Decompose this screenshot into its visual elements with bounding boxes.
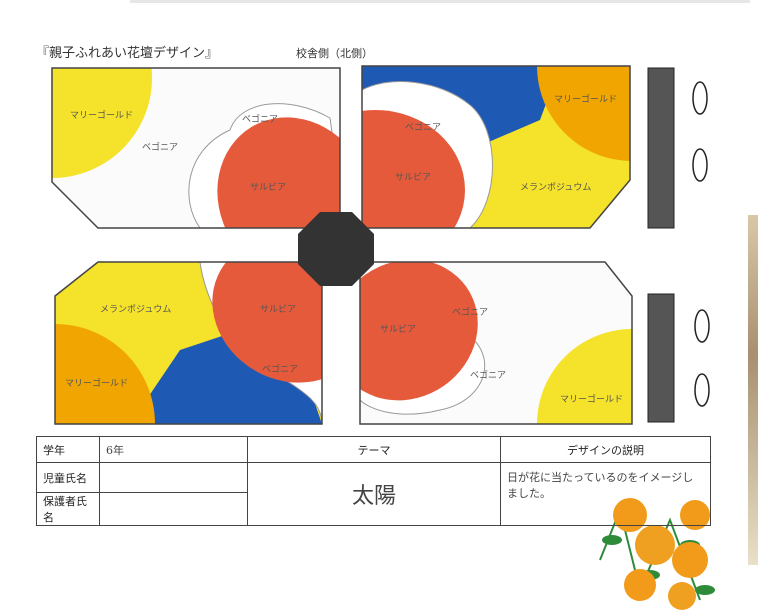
label-begonia: ベゴニア xyxy=(405,121,441,133)
grade-label: 学年 xyxy=(36,436,100,463)
side-bed-top xyxy=(647,67,675,229)
bed-bottom-left xyxy=(55,262,322,424)
marigold-area xyxy=(537,329,632,424)
label-begonia: ベゴニア xyxy=(262,363,298,375)
label-marigold: マリーゴールド xyxy=(554,93,617,105)
oval-marker xyxy=(694,373,710,407)
photo-edge xyxy=(748,215,758,565)
marigold-area xyxy=(55,324,155,424)
label-salvia: サルビア xyxy=(395,172,431,183)
bed-bottom-right xyxy=(360,262,632,424)
grade-value: 6年 xyxy=(99,436,248,463)
parent-name-value xyxy=(99,492,248,526)
label-xeranthemum: メランポジュウム xyxy=(520,182,591,193)
label-marigold: マリーゴールド xyxy=(65,377,128,389)
salvia-area xyxy=(362,110,465,228)
side-label: 校舎側（北側） xyxy=(296,47,373,60)
page-title: 『親子ふれあい花壇デザイン』 xyxy=(36,46,219,61)
label-marigold: マリーゴールド xyxy=(560,393,623,405)
label-marigold: マリーゴールド xyxy=(70,109,133,121)
label-salvia: サルビア xyxy=(260,304,296,315)
theme-label: テーマ xyxy=(247,436,501,463)
bed-top-right xyxy=(362,66,630,228)
center-octagon xyxy=(298,212,374,286)
side-bed-bottom xyxy=(647,293,675,423)
theme-value: 太陽 xyxy=(247,462,501,526)
label-salvia: サルビア xyxy=(380,324,416,335)
label-begonia: ベゴニア xyxy=(242,113,278,125)
oval-marker xyxy=(692,81,708,115)
salvia-area xyxy=(217,117,340,228)
desc-label: デザインの説明 xyxy=(500,436,711,463)
bed-top-left xyxy=(52,68,340,228)
oval-marker xyxy=(692,148,708,182)
parent-name-label: 保護者氏名 xyxy=(36,492,100,526)
child-name-value xyxy=(99,462,248,493)
salvia-area xyxy=(360,262,478,401)
marigold-area xyxy=(537,66,630,161)
desc-value: 日が花に当たっているのをイメージしました。 xyxy=(500,462,711,526)
label-salvia: サルビア xyxy=(250,182,286,193)
scan-edge-line xyxy=(130,0,750,3)
info-form: 学年 6年 テーマ デザインの説明 児童氏名 太陽 日が花に当たっているのをイメ… xyxy=(36,436,711,526)
marigold-area xyxy=(52,68,152,178)
child-name-label: 児童氏名 xyxy=(36,462,100,493)
label-xeranthemum: メランポジュウム xyxy=(100,304,171,315)
label-begonia: ベゴニア xyxy=(142,141,178,153)
salvia-area xyxy=(212,262,322,383)
label-begonia: ベゴニア xyxy=(470,369,506,381)
label-begonia: ベゴニア xyxy=(452,306,488,318)
oval-marker xyxy=(694,309,710,343)
